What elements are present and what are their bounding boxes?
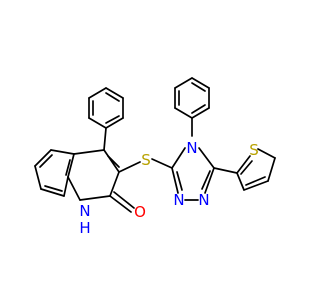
- nitrogen-phenyl-label: N: [186, 139, 197, 157]
- phenyl-ring-n4: [174, 77, 210, 119]
- bond-sulfur-to-triazole: [151, 158, 173, 169]
- oxygen-label: O: [134, 203, 146, 221]
- nitrogen-triazole-a-label: N: [173, 191, 184, 209]
- bond-triazole-to-thiophene: [213, 167, 238, 174]
- phenyl-ring-c4: [88, 87, 124, 129]
- bond-phenyl-to-c4: [103, 127, 107, 151]
- sulfur-bridge-label: S: [141, 151, 151, 169]
- bond-c3-to-sulfur: [118, 161, 141, 173]
- nitrogen-triazole-b-label: N: [198, 191, 209, 209]
- thiophene-ring: [236, 148, 276, 191]
- quinolinone-core: [34, 149, 135, 213]
- molecule-structure: S N N N S O N H: [34, 77, 276, 237]
- molecule-svg: S N N N S O N H: [34, 77, 276, 237]
- nh-hydrogen-label: H: [79, 219, 90, 237]
- nh-nitrogen-label: N: [79, 202, 90, 220]
- triazole-ring: [171, 147, 215, 201]
- sulfur-thiophene-label: S: [249, 141, 259, 159]
